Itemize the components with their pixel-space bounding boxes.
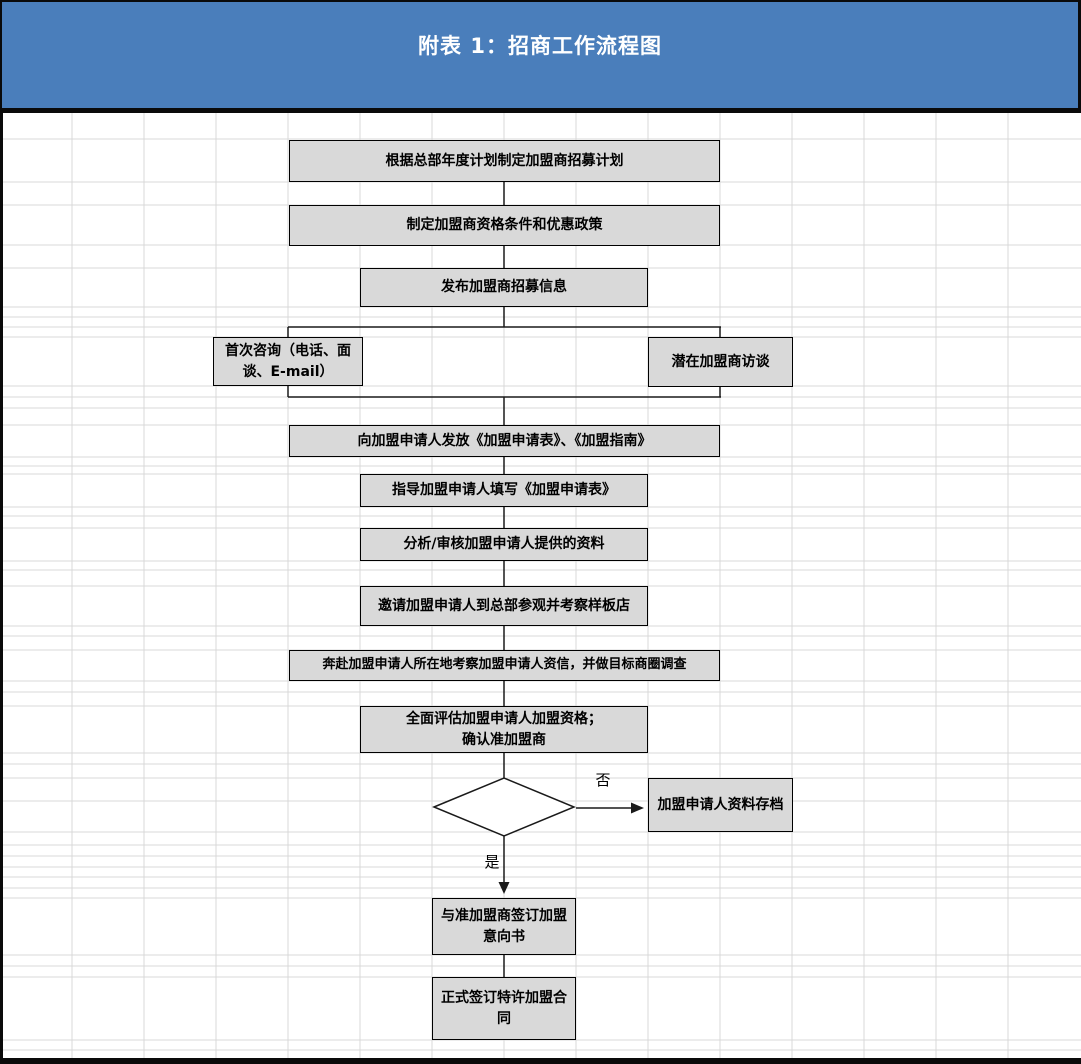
yes-arrowhead-icon xyxy=(498,882,510,894)
no-arrowhead-icon xyxy=(631,802,644,814)
flow-box-visit-hq: 邀请加盟申请人到总部参观并考察样板店 xyxy=(360,586,648,626)
flow-box-interview: 潜在加盟商访谈 xyxy=(648,337,793,387)
decision-label-no: 否 xyxy=(595,771,611,789)
sheet-bottom-border xyxy=(0,1058,1081,1064)
flow-box-publish-info: 发布加盟商招募信息 xyxy=(360,268,648,307)
flow-box-sign-contract: 正式签订特许加盟合 同 xyxy=(432,977,576,1040)
decision-label-yes: 是 xyxy=(484,853,500,871)
flow-box-archive: 加盟申请人资料存档 xyxy=(648,778,793,832)
flow-box-qualification: 制定加盟商资格条件和优惠政策 xyxy=(289,205,720,246)
decision-diamond xyxy=(432,777,576,837)
flow-box-first-consult: 首次咨询（电话、面 谈、E-mail） xyxy=(213,337,363,386)
flow-box-field-check: 奔赴加盟申请人所在地考察加盟申请人资信，并做目标商圈调查 xyxy=(289,650,720,681)
sheet-left-border xyxy=(0,113,3,1058)
flow-box-letter-of-intent: 与准加盟商签订加盟 意向书 xyxy=(432,898,576,955)
flow-box-recruit-plan: 根据总部年度计划制定加盟商招募计划 xyxy=(289,140,720,182)
page-title: 附表 1：招商工作流程图 xyxy=(418,34,662,58)
flow-box-send-forms: 向加盟申请人发放《加盟申请表》、《加盟指南》 xyxy=(289,425,720,457)
flow-box-review-materials: 分析/审核加盟申请人提供的资料 xyxy=(360,528,648,561)
flow-box-evaluate: 全面评估加盟申请人加盟资格； 确认准加盟商 xyxy=(360,706,648,753)
flow-box-guide-fill: 指导加盟申请人填写《加盟申请表》 xyxy=(360,474,648,507)
title-banner: 附表 1：招商工作流程图 xyxy=(0,0,1081,113)
